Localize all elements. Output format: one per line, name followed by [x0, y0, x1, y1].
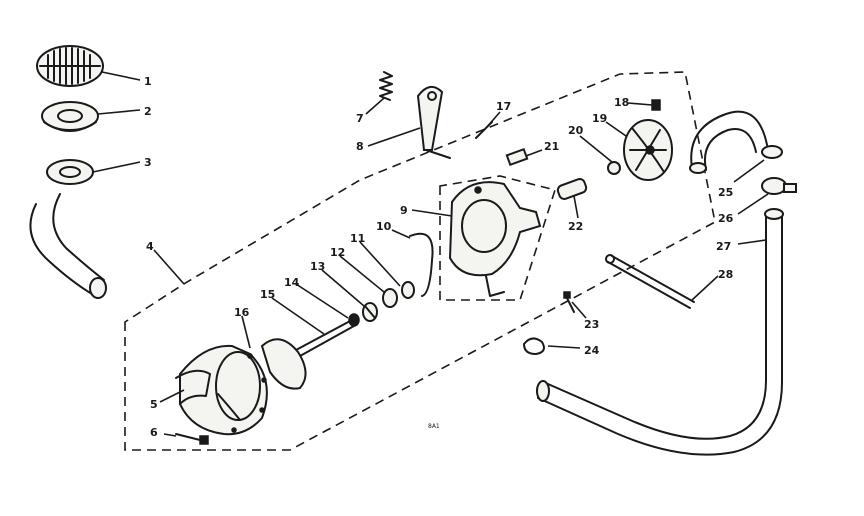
part-18-screw-upper [651, 99, 661, 111]
callout-part-2: 2 [144, 105, 152, 118]
callout-part-13: 13 [310, 260, 325, 273]
part-21-bushing [505, 147, 529, 167]
part-20-washer [607, 161, 621, 175]
callout-part-5: 5 [150, 398, 158, 411]
callout-part-7: 7 [356, 112, 364, 125]
callout-part-25: 25 [718, 186, 733, 199]
part-22-sleeve [556, 178, 588, 200]
part-24-clip [523, 337, 545, 355]
callout-part-6: 6 [150, 426, 158, 439]
part-15-shaft [295, 319, 355, 357]
part-16-impeller-blade [260, 338, 307, 390]
assembly-boundary [124, 71, 716, 451]
callout-part-17: 17 [496, 100, 511, 113]
callout-part-27: 27 [716, 240, 731, 253]
callout-part-19: 19 [592, 112, 607, 125]
callout-part-1: 1 [144, 75, 152, 88]
callout-part-20: 20 [568, 124, 584, 137]
part-13-spring-seal [362, 302, 378, 322]
part-5-pump-cover [175, 344, 268, 436]
callout-part-18: 18 [614, 96, 629, 109]
part-11-seal [401, 281, 415, 299]
housing-subassembly-boundary [439, 175, 557, 301]
callout-part-24: 24 [584, 344, 600, 357]
callout-part-23: 23 [584, 318, 599, 331]
callout-part-15: 15 [260, 288, 275, 301]
part-7-spring [379, 71, 393, 101]
callout-part-28: 28 [718, 268, 733, 281]
part-19-impeller [623, 119, 673, 181]
callout-part-11: 11 [350, 232, 365, 245]
part-26-hose-clamp [761, 177, 797, 195]
part-25-elbow-hose [689, 110, 783, 174]
callout-part-12: 12 [330, 246, 345, 259]
callout-part-26: 26 [718, 212, 734, 225]
part-6-screw [175, 433, 209, 445]
part-3-gasket [46, 159, 94, 185]
part-12-seal [382, 288, 398, 308]
callout-part-9: 9 [400, 204, 408, 217]
part-8-lever [416, 85, 451, 159]
part-1-filter-screen [36, 45, 104, 87]
callout-part-3: 3 [144, 156, 152, 169]
callout-part-10: 10 [376, 220, 392, 233]
callout-part-21: 21 [544, 140, 559, 153]
diagram-footnote: 8A1 [428, 423, 440, 430]
part-2-cap [41, 101, 99, 132]
callout-part-14: 14 [284, 276, 300, 289]
leader-lines [92, 71, 769, 437]
part-10-o-ring [409, 232, 434, 297]
part-23-screw [563, 291, 575, 313]
callout-part-4: 4 [146, 240, 154, 253]
part-9-pump-housing [448, 181, 542, 297]
callout-part-8: 8 [356, 140, 364, 153]
callout-part-22: 22 [568, 220, 583, 233]
part-28-rod [605, 254, 695, 309]
part-4-inlet-hose [29, 193, 107, 299]
part-27-drain-hose [536, 208, 784, 456]
callout-part-16: 16 [234, 306, 250, 319]
